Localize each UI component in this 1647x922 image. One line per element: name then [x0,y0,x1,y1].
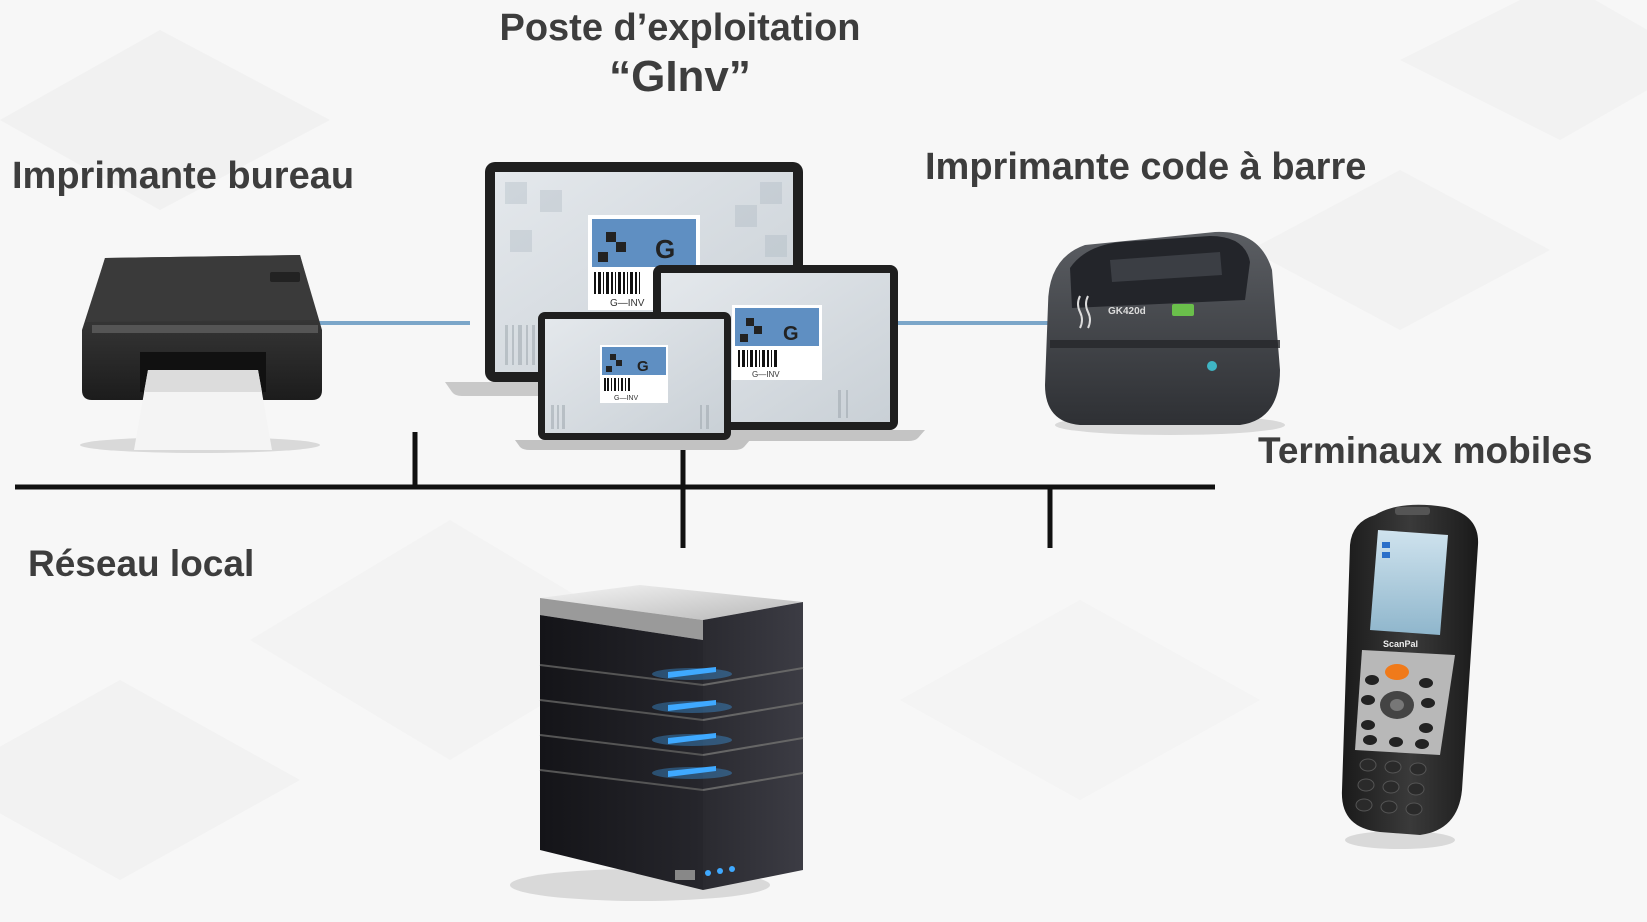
small-screen-logo-letter: G [637,358,649,375]
medium-screen-logo-letter: G [783,323,799,345]
server-led-3 [668,733,716,744]
workstation-title-line2: “GInv” [609,52,751,101]
network-bus [15,432,1215,548]
workstation-laptops-icon: G G—INV G G—IN [445,162,925,450]
mobile-terminal-icon: ScanPal [1341,504,1479,849]
large-screen-logo-letter: G [655,234,675,264]
server-led-1 [668,667,716,678]
server-led-4 [668,766,716,777]
workstation-title: Poste d’exploitation “GInv” [430,6,930,104]
desk-printer-icon [80,255,322,453]
large-screen-logo-caption: G—INV [610,298,645,309]
workstation-title-line1: Poste d’exploitation [499,7,861,49]
server-led-2 [668,700,716,711]
barcode-printer-label: Imprimante code à barre [925,146,1367,188]
server-icon [510,585,804,901]
barcode-printer-icon: GK420d [1045,231,1285,435]
desk-printer-label: Imprimante bureau [12,155,355,197]
mobile-terminals-label: Terminaux mobiles [1258,430,1593,471]
local-network-label: Réseau local [28,543,255,584]
terminal-brand: ScanPal [1383,639,1418,649]
small-screen-logo-caption: G—INV [614,395,638,402]
medium-screen-logo-caption: G—INV [752,370,780,379]
barcode-printer-model: GK420d [1108,306,1146,317]
